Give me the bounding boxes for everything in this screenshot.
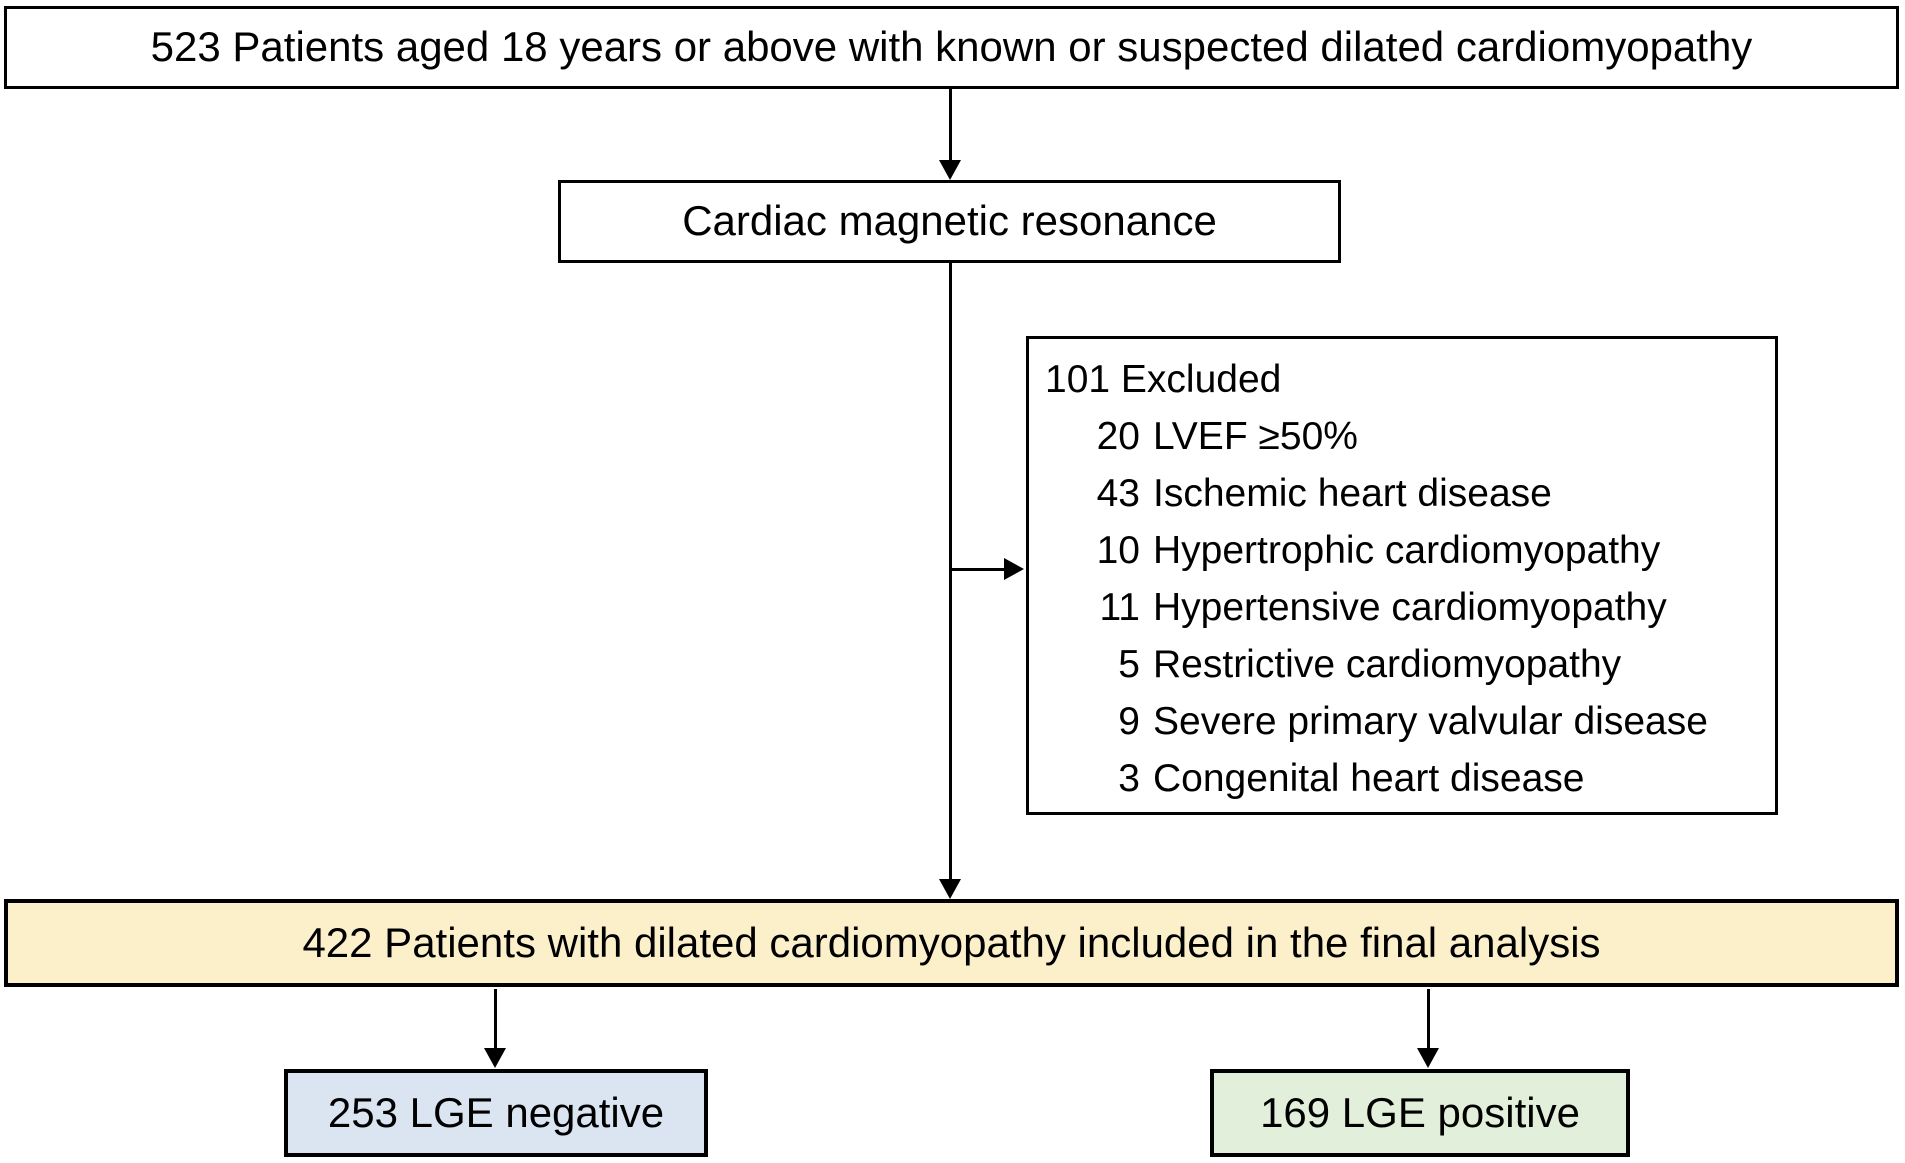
excluded-item-count: 5 xyxy=(1118,642,1140,686)
excluded-item-label: Hypertrophic cardiomyopathy xyxy=(1153,528,1661,572)
final-analysis-box: 422 Patients with dilated cardiomyopathy… xyxy=(4,899,1899,987)
connector-final-to-lge-positive xyxy=(1427,989,1430,1049)
arrow-down-icon xyxy=(484,1048,506,1068)
excluded-item-row: 20 LVEF ≥50% xyxy=(1045,408,1767,465)
excluded-box: 101 Excluded 20 LVEF ≥50% 43 Ischemic he… xyxy=(1026,336,1778,815)
connector-branch-to-excluded xyxy=(950,568,1006,571)
excluded-item-row: 9 Severe primary valvular disease xyxy=(1045,693,1767,750)
excluded-item-count: 3 xyxy=(1118,756,1140,800)
connector-enrollment-to-cmr xyxy=(949,89,952,161)
excluded-item-count: 10 xyxy=(1096,528,1140,572)
excluded-item-row: 11 Hypertensive cardiomyopathy xyxy=(1045,579,1767,636)
excluded-item-label: Severe primary valvular disease xyxy=(1153,699,1708,743)
arrow-down-icon xyxy=(939,879,961,899)
excluded-item-count: 11 xyxy=(1099,585,1141,629)
excluded-item-count: 9 xyxy=(1118,699,1140,743)
connector-final-to-lge-negative xyxy=(494,989,497,1049)
cmr-box: Cardiac magnetic resonance xyxy=(558,180,1341,263)
final-analysis-box-label: 422 Patients with dilated cardiomyopathy… xyxy=(302,918,1601,966)
excluded-heading: 101 Excluded xyxy=(1045,357,1282,401)
excluded-item-row: 3 Congenital heart disease xyxy=(1045,750,1767,807)
excluded-item-label: Ischemic heart disease xyxy=(1153,471,1552,515)
lge-negative-box-label: 253 LGE negative xyxy=(327,1088,665,1136)
arrow-down-icon xyxy=(939,160,961,180)
lge-negative-box: 253 LGE negative xyxy=(284,1069,708,1157)
lge-positive-box: 169 LGE positive xyxy=(1210,1069,1630,1157)
arrow-right-icon xyxy=(1004,558,1024,580)
excluded-item-row: 43 Ischemic heart disease xyxy=(1045,465,1767,522)
enrollment-box: 523 Patients aged 18 years or above with… xyxy=(4,6,1899,89)
lge-positive-box-label: 169 LGE positive xyxy=(1260,1088,1580,1136)
excluded-item-row: 5 Restrictive cardiomyopathy xyxy=(1045,636,1767,693)
excluded-item-count: 43 xyxy=(1096,471,1140,515)
excluded-item-count: 20 xyxy=(1096,414,1140,458)
enrollment-box-label: 523 Patients aged 18 years or above with… xyxy=(150,23,1753,71)
excluded-item-label: Congenital heart disease xyxy=(1153,756,1585,800)
cmr-box-label: Cardiac magnetic resonance xyxy=(682,197,1217,245)
connector-cmr-to-final xyxy=(949,263,952,880)
excluded-item-label: Hypertensive cardiomyopathy xyxy=(1153,585,1667,629)
excluded-item-label: LVEF ≥50% xyxy=(1153,414,1358,458)
excluded-item-row: 10 Hypertrophic cardiomyopathy xyxy=(1045,522,1767,579)
arrow-down-icon xyxy=(1417,1048,1439,1068)
excluded-item-label: Restrictive cardiomyopathy xyxy=(1153,642,1622,686)
